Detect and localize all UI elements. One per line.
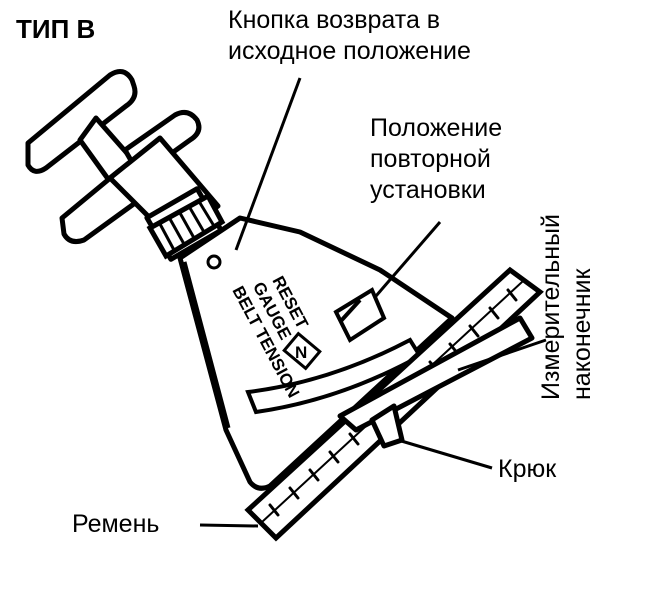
measuring-tip-label-line2: наконечник bbox=[568, 268, 596, 400]
measuring-tip-label-line1: Измерительный bbox=[537, 214, 565, 400]
diagram-title: ТИП В bbox=[16, 14, 96, 44]
repeat-position-label-line3: установки bbox=[370, 176, 486, 204]
reset-button-circle bbox=[206, 254, 222, 270]
reset-button-label: Кнопка возврата в исходное положение bbox=[228, 5, 471, 67]
belt-label: Ремень bbox=[72, 510, 160, 538]
reset-button-label-line1: Кнопка возврата в bbox=[228, 6, 441, 34]
repeat-position-label: Положение повторной установки bbox=[370, 113, 502, 206]
measuring-tip-label: Измерительный наконечник bbox=[536, 214, 598, 400]
knurled-neck bbox=[146, 192, 226, 260]
repeat-position-label-line2: повторной bbox=[370, 145, 491, 173]
gauge-badge-letter: N bbox=[295, 343, 307, 362]
reset-button-label-line2: исходное положение bbox=[228, 37, 471, 65]
repeat-position-label-line1: Положение bbox=[370, 114, 503, 142]
hook-label: Крюк bbox=[498, 455, 557, 483]
leader-lines bbox=[199, 77, 547, 528]
gauge-badge: N bbox=[282, 331, 322, 371]
